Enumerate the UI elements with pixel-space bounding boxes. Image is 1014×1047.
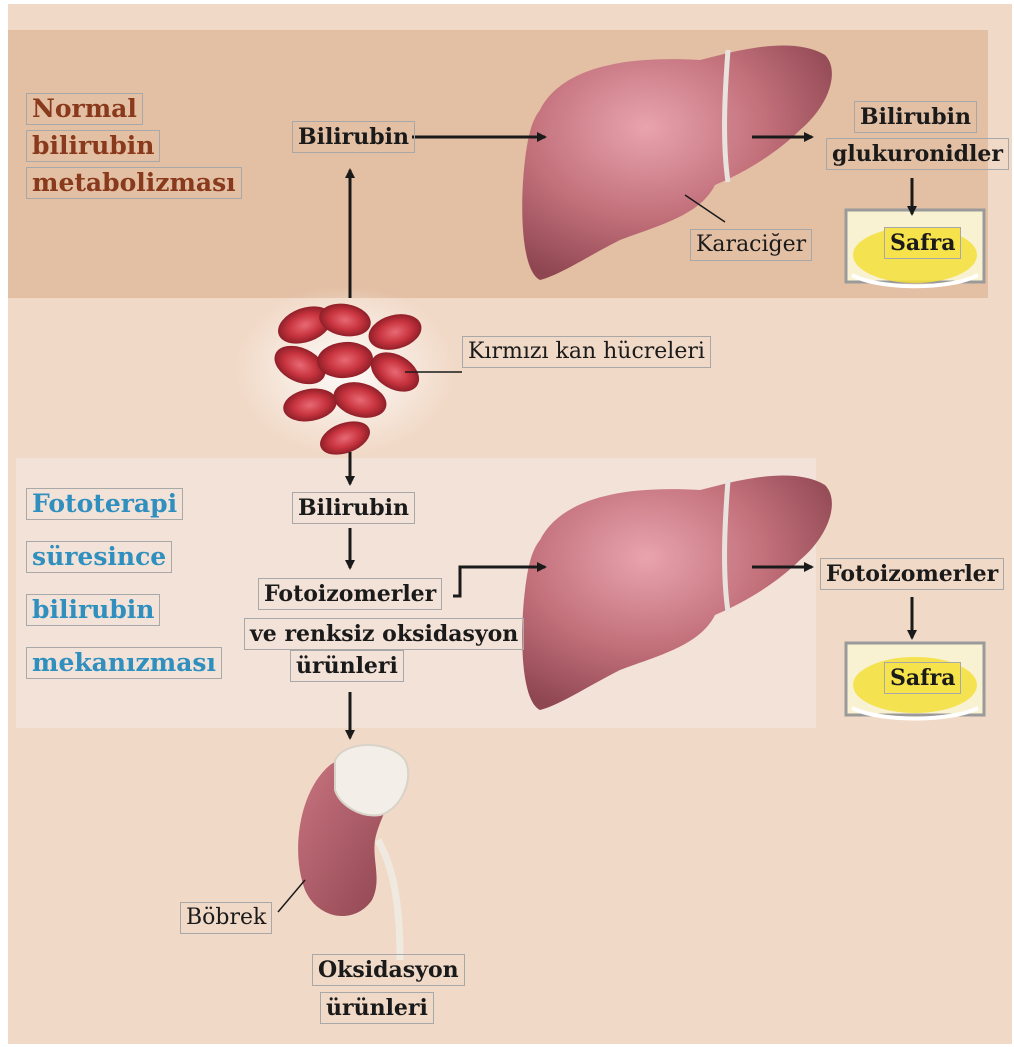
kidney-illustration [278, 745, 408, 960]
label-urunleri-bottom: ürünleri [320, 992, 434, 1024]
title-normal-line3: metabolizması [26, 167, 242, 199]
label-urunleri-mid: ürünleri [290, 650, 404, 682]
label-bilirubin-mid: Bilirubin [292, 492, 415, 524]
title-phototherapy-line1: Fototerapi [26, 488, 183, 520]
label-oksidasyon: Oksidasyon [312, 954, 465, 986]
title-phototherapy-line3: bilirubin [26, 594, 160, 626]
label-bilirubin-glukuronidler-line2: glukuronidler [826, 138, 1009, 170]
label-bilirubin-glukuronidler-line1: Bilirubin [854, 101, 977, 133]
label-kirmizi-kan-hucreleri: Kırmızı kan hücreleri [462, 336, 711, 368]
label-fotoizomerler-right: Fotoizomerler [820, 558, 1004, 590]
label-safra-top: Safra [884, 227, 961, 259]
title-phototherapy-line4: mekanızması [26, 647, 222, 679]
label-bobrek: Böbrek [180, 902, 272, 934]
title-phototherapy-line2: süresince [26, 541, 172, 573]
label-bilirubin-top: Bilirubin [292, 121, 415, 153]
label-fotoizomerler-left: Fotoizomerler [258, 578, 442, 610]
label-safra-bottom: Safra [884, 662, 961, 694]
label-ve-renksiz-oksidasyon: ve renksiz oksidasyon [244, 618, 524, 650]
red-blood-cells-illustration [235, 285, 462, 461]
title-normal-line1: Normal [26, 93, 143, 125]
label-karaciger: Karaciğer [690, 229, 812, 261]
liver-bottom-illustration [522, 476, 832, 710]
title-normal-line2: bilirubin [26, 130, 160, 162]
